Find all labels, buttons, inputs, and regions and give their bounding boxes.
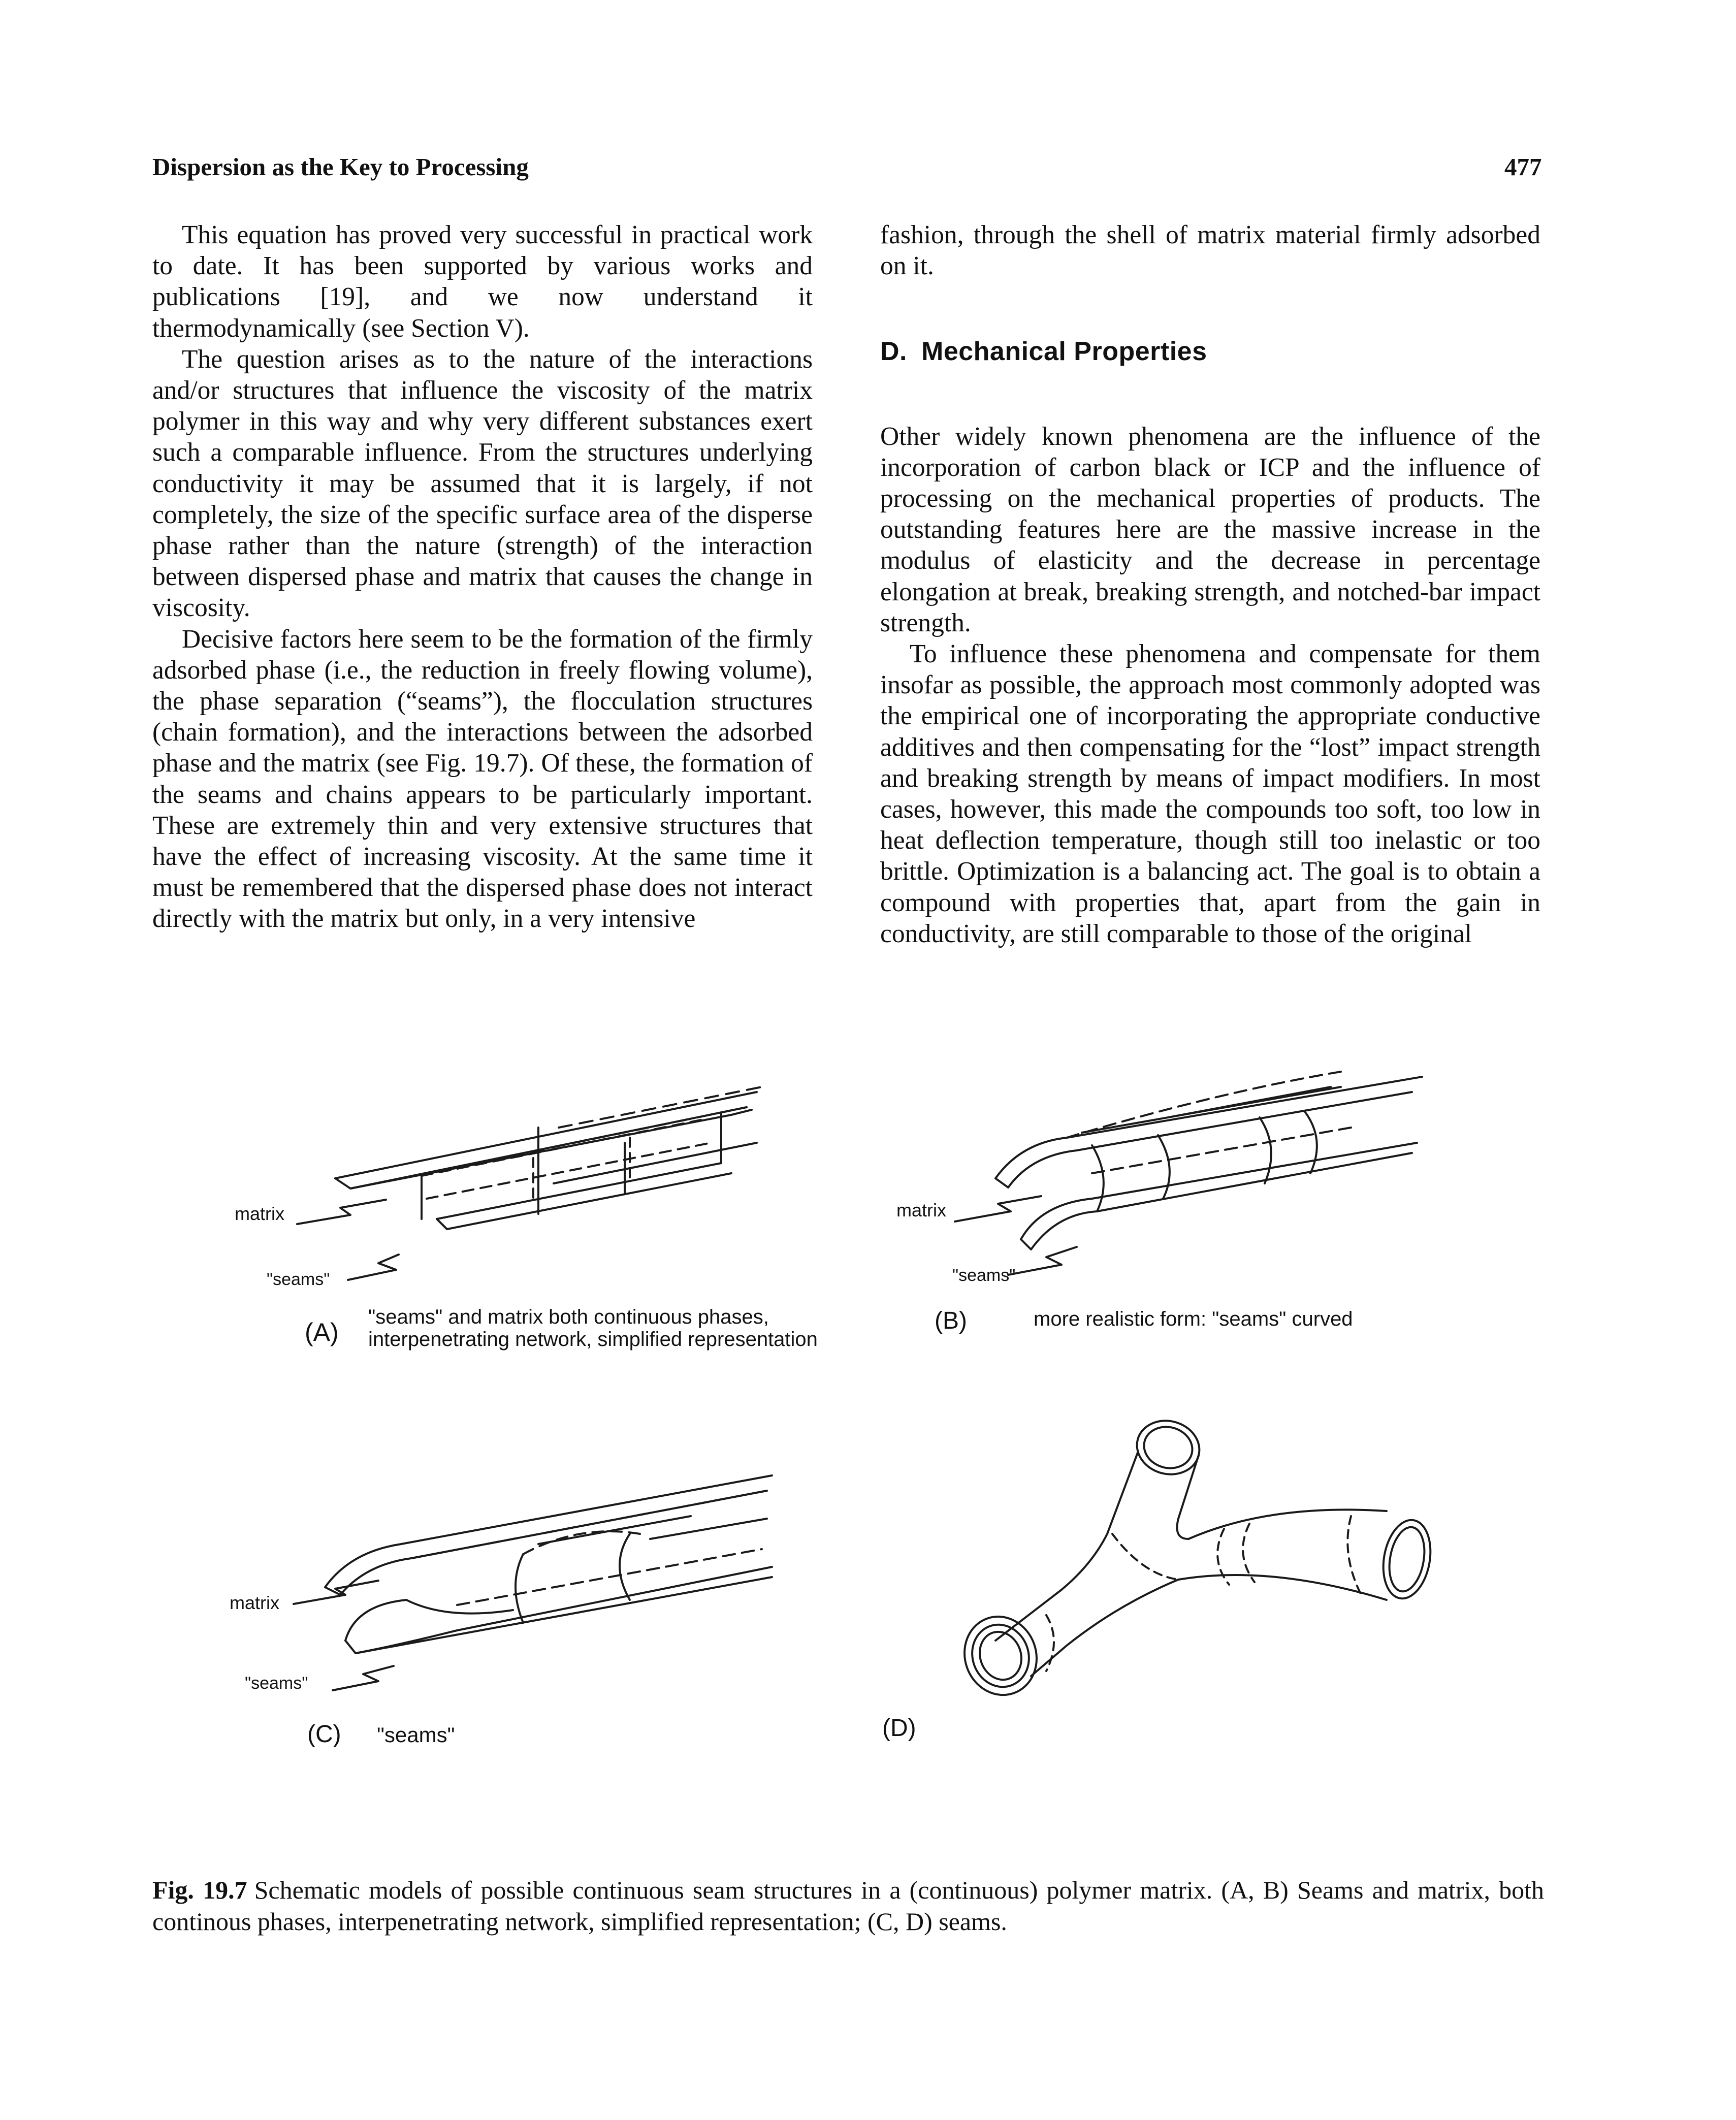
- section-title: Mechanical Properties: [921, 337, 1207, 367]
- paragraph: Decisive factors here seem to be the for…: [152, 624, 813, 934]
- panel-a-caption-line2: interpenetrating network, simplified rep…: [368, 1328, 818, 1351]
- page-number: 477: [1504, 153, 1542, 181]
- panel-b-letter: (B): [935, 1307, 967, 1334]
- panel-c-diagram: [293, 1474, 773, 1691]
- panel-c-seams-label: "seams": [245, 1674, 308, 1693]
- panel-a-diagram: [296, 1086, 763, 1281]
- panel-a-seams-label: "seams": [267, 1270, 330, 1289]
- panel-b-caption: more realistic form: "seams" curved: [1034, 1308, 1353, 1330]
- section-letter: D.: [880, 337, 907, 367]
- panel-d-letter: (D): [882, 1715, 916, 1742]
- panel-d-diagram: [963, 1420, 1432, 1696]
- paragraph: Other widely known phenomena are the inf…: [880, 422, 1540, 637]
- paragraph: The question arises as to the nature of …: [152, 344, 813, 623]
- panel-b-matrix-label: matrix: [896, 1200, 946, 1220]
- figure-caption-text: Schematic models of possible continuous …: [152, 1876, 1544, 1936]
- panel-b-diagram: [954, 1071, 1423, 1276]
- panel-c-matrix-label: matrix: [230, 1592, 279, 1613]
- right-column: fashion, through the shell of matrix mat…: [880, 219, 1540, 949]
- panel-a-matrix-label: matrix: [235, 1203, 284, 1224]
- panel-a-letter: (A): [305, 1318, 339, 1346]
- figure-number: Fig. 19.7: [152, 1876, 247, 1904]
- running-title: Dispersion as the Key to Processing: [152, 153, 529, 181]
- paragraph: This equation has proved very successful…: [152, 220, 813, 343]
- paragraph-continuation: fashion, through the shell of matrix mat…: [880, 220, 1540, 281]
- panel-c-letter: (C): [307, 1721, 341, 1748]
- paragraph: To influence these phenomena and compens…: [880, 639, 1540, 948]
- figure-19-7: matrix "seams" (A) "seams" and matrix bo…: [230, 1071, 1432, 1748]
- panel-a-caption-line1: "seams" and matrix both continuous phase…: [368, 1306, 769, 1328]
- panel-b-seams-label: "seams": [952, 1266, 1015, 1285]
- panel-c-caption: "seams": [377, 1723, 455, 1747]
- section-heading: D. Mechanical Properties: [880, 336, 1540, 367]
- left-column: This equation has proved very successful…: [152, 219, 813, 935]
